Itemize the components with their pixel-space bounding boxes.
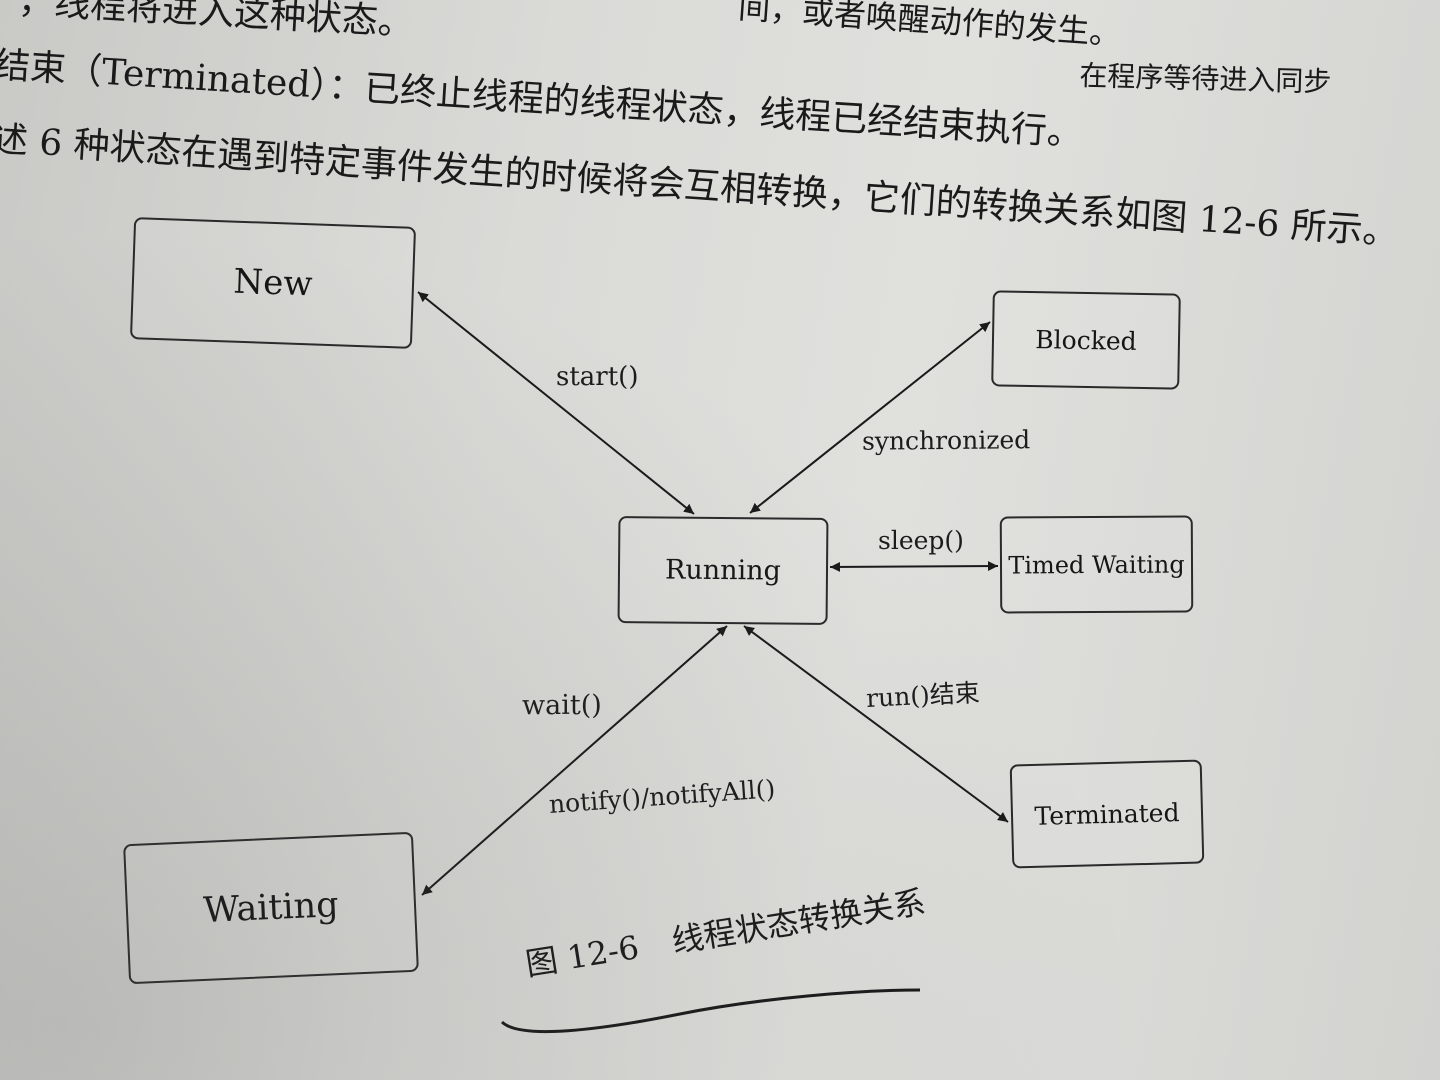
transition-label-start: start() bbox=[556, 362, 639, 392]
state-blocked-label: Blocked bbox=[1035, 324, 1137, 356]
state-waiting: Waiting bbox=[123, 831, 419, 985]
state-blocked: Blocked bbox=[991, 290, 1181, 390]
state-timed-waiting-label: Timed Waiting bbox=[1008, 550, 1185, 579]
state-terminated: Terminated bbox=[1009, 759, 1205, 869]
state-terminated-label: Terminated bbox=[1034, 797, 1180, 831]
transition-label-sleep: sleep() bbox=[878, 526, 964, 555]
arrow-running-waiting bbox=[421, 625, 728, 896]
state-running-label: Running bbox=[664, 554, 782, 587]
state-waiting-label: Waiting bbox=[202, 885, 340, 931]
arrow-new-running bbox=[417, 291, 695, 515]
arrow-blocked-running bbox=[749, 321, 991, 514]
state-new-label: New bbox=[232, 261, 314, 305]
arrow-running-timed-waiting bbox=[829, 561, 999, 572]
transition-label-synchronized: synchronized bbox=[861, 425, 1031, 456]
state-timed-waiting: Timed Waiting bbox=[999, 515, 1194, 614]
caption-underline-ink bbox=[500, 988, 921, 1034]
state-new: New bbox=[129, 217, 417, 349]
state-running: Running bbox=[617, 516, 829, 625]
transition-label-wait: wait() bbox=[522, 690, 602, 721]
transition-label-run-end: run()结束 bbox=[865, 678, 981, 713]
arrow-running-terminated bbox=[743, 625, 1009, 823]
